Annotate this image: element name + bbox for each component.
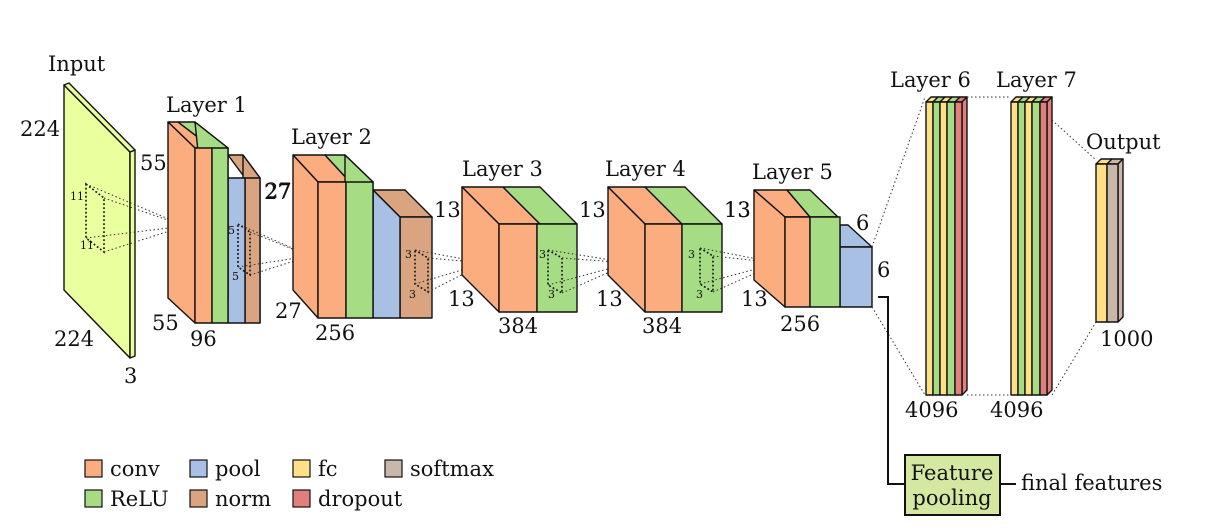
layer4-label: Layer 4 [605, 157, 686, 181]
layer1-label: Layer 1 [166, 93, 247, 117]
layer2-label: Layer 2 [291, 125, 372, 149]
kernel-1b-label: 11 [80, 239, 94, 252]
feature-pooling-branch [878, 296, 1016, 516]
legend: conv ReLU pool norm fc dropout softmax [84, 457, 494, 511]
input-top [63, 82, 136, 153]
kernel-2b-label: 5 [232, 270, 239, 283]
input-label: Input [48, 52, 106, 76]
kernel-1a-label: 11 [70, 190, 84, 203]
legend-swatch-softmax [384, 459, 403, 478]
kernel-5b-label: 3 [696, 288, 703, 301]
legend-relu-label: ReLU [110, 487, 169, 511]
layer3-label: Layer 3 [462, 157, 543, 181]
final-features-label: final features [1021, 471, 1162, 495]
legend-swatch-pool [189, 459, 208, 478]
input-width-label: 224 [54, 327, 94, 351]
layer6-label: Layer 6 [890, 68, 971, 92]
layer5-channel-label: 256 [780, 312, 820, 336]
input-volume [63, 82, 186, 359]
legend-swatch-relu [84, 489, 103, 508]
legend-conv-label: conv [110, 457, 160, 481]
legend-pool-label: pool [215, 457, 261, 481]
layer3-height-label: 13 [579, 198, 606, 222]
legend-swatch-fc [292, 459, 311, 478]
legend-fc-label: fc [318, 457, 338, 481]
layer2-channel-label: 256 [315, 321, 355, 345]
input-height-label: 224 [20, 117, 60, 141]
input-channel-label: 3 [124, 364, 137, 388]
layer5-height-label: 13 [724, 198, 751, 222]
legend-swatch-conv [84, 459, 103, 478]
layer3-volume [461, 186, 631, 313]
layer4-channel-label: 384 [642, 314, 682, 338]
legend-dropout-label: dropout [318, 487, 403, 511]
layer3-width-label: 13 [448, 287, 475, 311]
output-channel-label: 1000 [1100, 327, 1153, 351]
kernel-4b-label: 3 [548, 288, 555, 301]
layer5-pool-height-label: 6 [856, 211, 869, 235]
output-label: Output [1086, 130, 1161, 154]
kernel-2a-label: 5 [228, 224, 235, 237]
layer5-pool-width-label: 6 [877, 258, 890, 282]
layer2-height-label: 27 [265, 179, 292, 203]
feature-pooling-line2: pooling [912, 486, 991, 510]
legend-swatch-dropout [292, 489, 311, 508]
layer1-height-label: 55 [140, 151, 167, 175]
layer7-volume [1010, 96, 1097, 396]
legend-swatch-norm [189, 489, 208, 508]
kernel-5a-label: 3 [688, 248, 695, 261]
layer6-channel-label: 4096 [905, 398, 958, 422]
layer1-channel-label: 96 [190, 327, 217, 351]
layer5-label: Layer 5 [752, 160, 833, 184]
legend-softmax-label: softmax [410, 457, 494, 481]
kernel-3a-label: 3 [405, 248, 412, 261]
layer5-width-label: 13 [741, 287, 768, 311]
layer4-height-label: 13 [724, 198, 751, 222]
layer2-width-label: 27 [275, 299, 302, 323]
layer1-width-label: 55 [152, 311, 179, 335]
layer7-label: Layer 7 [996, 68, 1077, 92]
kernel-4a-label: 3 [539, 248, 546, 261]
layer4-volume [607, 186, 779, 313]
input-side [129, 149, 136, 359]
layer3-channel-label: 384 [498, 314, 538, 338]
kernel-3b-label: 3 [409, 288, 416, 301]
layer2-volume [292, 154, 486, 319]
feature-pooling-box [904, 454, 1001, 516]
layer4-width-label: 13 [596, 287, 623, 311]
layer1-volume [167, 121, 311, 324]
layer6-volume [925, 96, 1011, 396]
input-face [63, 84, 131, 359]
layer7-channel-label: 4096 [990, 398, 1043, 422]
layer1-pool-label: 27 [264, 180, 291, 204]
layer2-pool-label: 13 [434, 198, 461, 222]
output-volume [1095, 158, 1124, 323]
layer5-volume [753, 96, 926, 396]
feature-pooling-line1: Feature [911, 461, 994, 485]
legend-norm-label: norm [215, 487, 271, 511]
